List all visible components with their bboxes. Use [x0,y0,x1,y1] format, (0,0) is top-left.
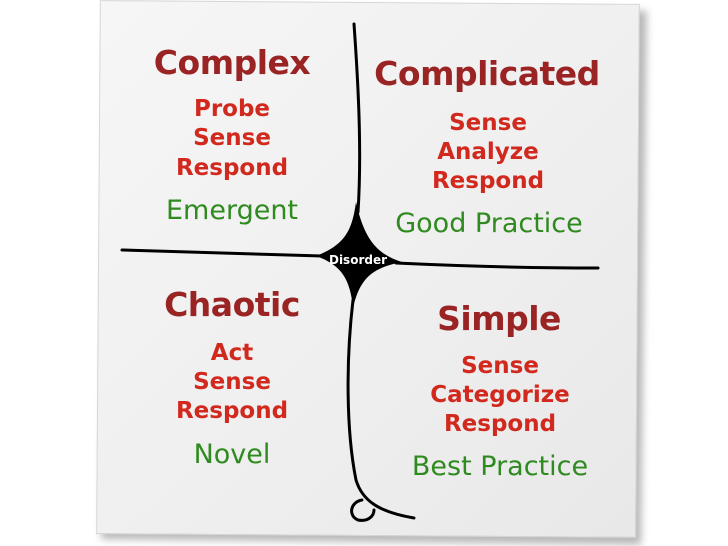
chaotic-step-3: Respond [175,398,289,424]
complicated-step-2: Analyze [437,139,539,165]
top-divider [352,22,362,214]
left-divider [120,248,324,258]
complex-step-3: Respond [175,155,289,181]
chaotic-step-1: Act [210,340,254,366]
complex-practice: Emergent [165,195,299,226]
chaotic-step-2: Sense [193,369,271,395]
complicated-step-1: Sense [449,110,527,136]
simple-practice: Best Practice [411,451,589,482]
chaotic-title: Chaotic [164,285,300,324]
chaotic-practice: Novel [193,439,271,470]
disorder-region [316,202,402,308]
complex-step-1: Probe [193,96,271,122]
simple-step-3: Respond [443,411,557,437]
simple-step-2: Categorize [430,382,570,408]
complex-step-2: Sense [193,125,271,151]
complicated-title: Complicated [374,54,600,93]
cliff-curl [350,498,376,522]
bottom-divider [346,298,416,520]
disorder-label: Disorder [328,253,388,267]
complex-title: Complex [153,43,311,82]
right-divider [394,261,600,270]
simple-title: Simple [437,299,561,338]
simple-step-1: Sense [461,353,539,379]
complicated-step-3: Respond [431,168,545,194]
complicated-practice: Good Practice [395,208,583,239]
